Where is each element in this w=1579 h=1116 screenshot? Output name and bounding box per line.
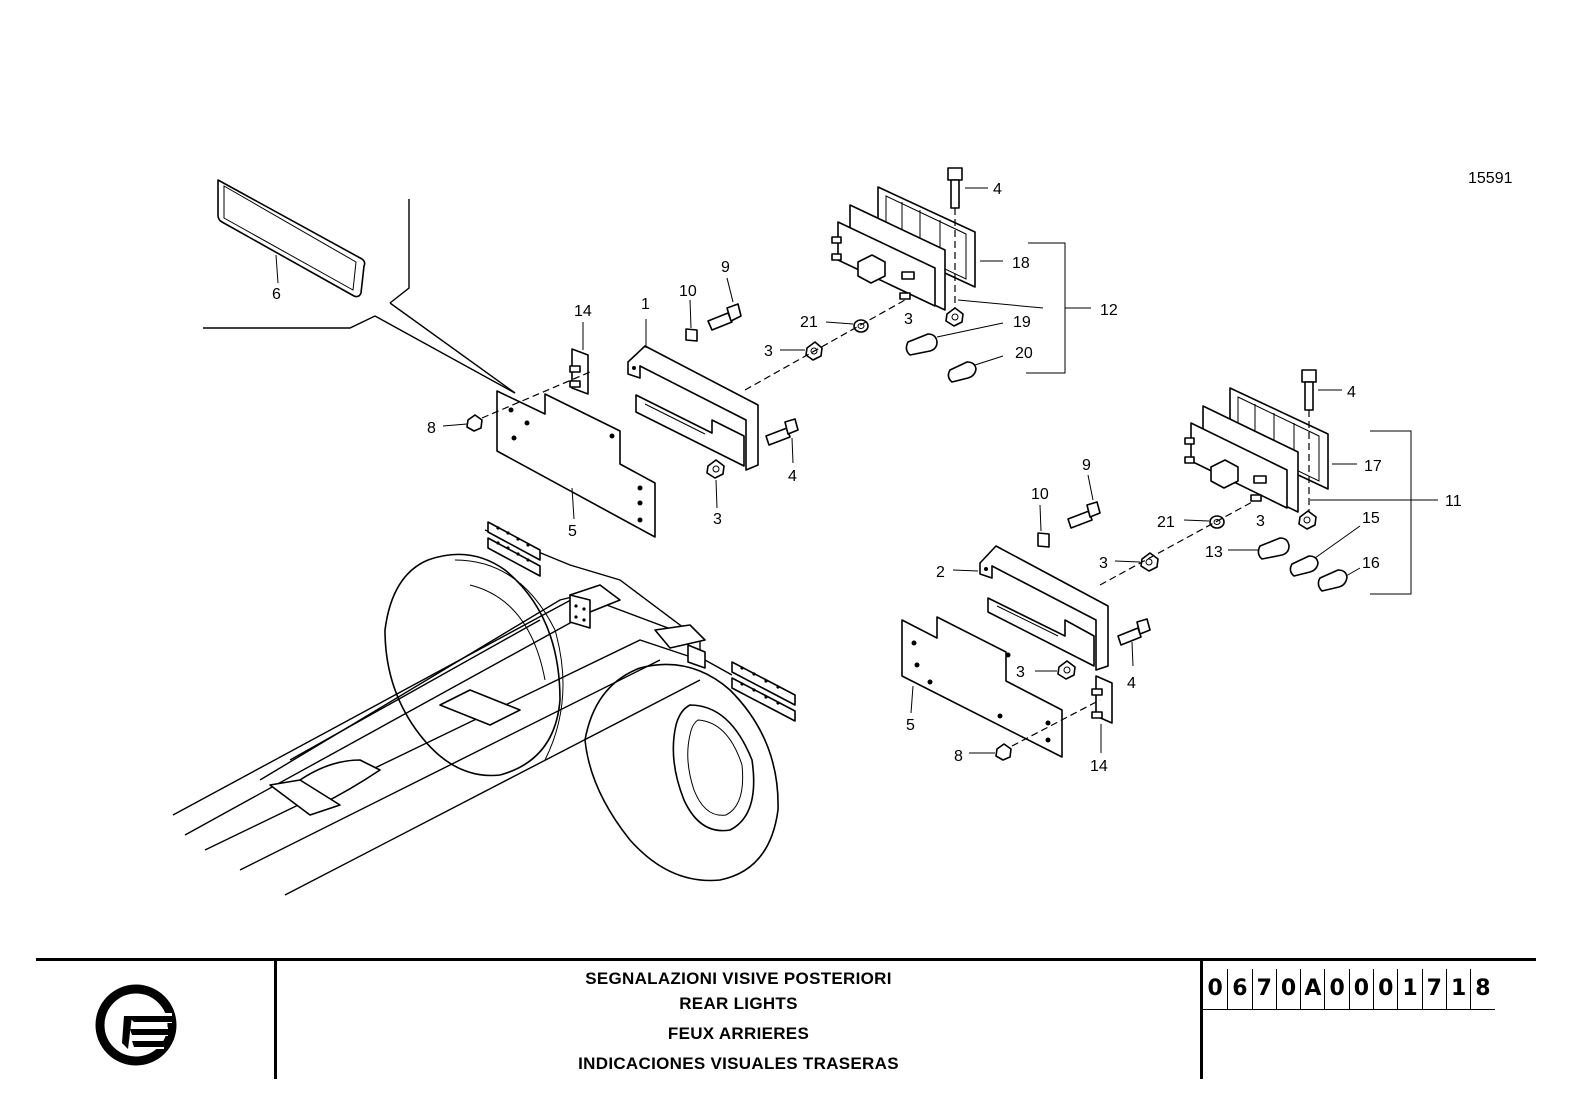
part-4-bolt-lamp-upper [947,167,988,312]
part-18-lamp-upper [831,186,1044,311]
callout-21: 21 [800,314,818,331]
part-21-washer-upper [825,319,869,333]
code-char: A [1300,969,1324,1009]
part-8-nut-upper [442,414,483,432]
callout-4: 4 [1127,675,1136,692]
title-english: REAR LIGHTS [679,994,798,1013]
part-3-nut-upper-b [706,459,725,509]
part-14-clip-lower [1091,675,1113,753]
callout-11: 11 [1445,493,1462,510]
callout-labels: 4 18 12 3 19 20 6 9 10 1 14 21 3 8 4 3 5… [272,181,1462,775]
code-char: 1 [1445,969,1470,1009]
part-3-nut-lower-a [1114,552,1159,572]
callout-4: 4 [1347,384,1356,401]
title-french: FEUX ARRIERES [667,1024,810,1043]
callout-3: 3 [1016,664,1025,681]
part-13-bulb [1228,537,1290,560]
part-20-bulb [947,355,1004,383]
callout-10: 10 [679,283,697,300]
callout-4: 4 [993,181,1002,198]
part-10-nut-plate-upper [685,299,698,342]
code-char: 6 [1227,969,1251,1009]
part-9-bolt-lower [1067,474,1101,529]
title-block: SEGNALAZIONI VISIVE POSTERIORI REAR LIGH… [36,958,1536,1081]
part-9-bolt-upper [707,277,742,331]
part-3-nut-lamp-upper [945,307,964,327]
code-char: 7 [1421,969,1446,1009]
part-4-bolt-lamp-lower [1301,369,1342,514]
callout-21: 21 [1157,514,1175,531]
callout-5: 5 [906,717,915,734]
title-italian: SEGNALAZIONI VISIVE POSTERIORI [585,969,892,988]
callout-2: 2 [936,564,945,581]
callout-8: 8 [427,420,436,437]
logo-cell [36,961,277,1079]
company-logo [95,984,177,1066]
code-char: 1 [1397,969,1421,1009]
callout-19: 19 [1013,314,1031,331]
part-17-lamp-lower [1184,387,1438,513]
callout-4: 4 [788,468,797,485]
part-8-nut-lower [969,743,1012,761]
code-char: 0 [1348,969,1373,1009]
part-5-bracket-upper [496,390,656,538]
part-4-bolt-lower-b [1117,618,1151,667]
part-3-nut-upper-a [780,341,823,361]
code-char: 8 [1470,969,1494,1009]
part-19-bulb [905,322,1004,356]
part-5-bracket-lower [901,616,1063,758]
part-16-bulb [1317,567,1361,592]
callout-18: 18 [1012,255,1030,272]
callout-8: 8 [954,748,963,765]
part-10-nut-plate-lower [1037,504,1050,548]
part-4-bolt-upper-b [765,418,799,464]
code-char: 0 [1373,969,1397,1009]
title-cell: SEGNALAZIONI VISIVE POSTERIORI REAR LIGH… [277,961,1203,1079]
callout-16: 16 [1362,555,1380,572]
callout-20: 20 [1015,345,1033,362]
code-char: 7 [1251,969,1276,1009]
callout-17: 17 [1364,458,1382,475]
part-2-bracket [952,545,1109,671]
truck-chassis [172,521,796,896]
part-3-nut-lower-b [1035,660,1076,680]
callout-3: 3 [764,343,773,360]
part-1-bracket [627,319,759,471]
drawing-number: 15591 [1468,170,1513,187]
title-spanish: INDICACIONES VISUALES TRASERAS [578,1054,899,1073]
code-char: 0 [1207,976,1223,1001]
callout-6: 6 [272,286,281,303]
callout-15: 15 [1362,510,1380,527]
code-char: 0 [1324,969,1348,1009]
callout-14: 14 [1090,758,1108,775]
callout-3: 3 [713,511,722,528]
callout-9: 9 [721,259,730,276]
part-14-clip-upper [569,322,589,395]
callout-5: 5 [568,523,577,540]
code-cell: 0 6 7 0 A 0 0 0 1 7 1 8 [1203,961,1536,1079]
document-code: 0 6 7 0 A 0 0 0 1 7 1 8 [1203,969,1495,1010]
callout-3: 3 [904,311,913,328]
callout-1: 1 [641,296,650,313]
callout-3: 3 [1256,513,1265,530]
part-21-washer-lower [1183,515,1225,529]
part-6-plate [203,179,516,394]
callout-3: 3 [1099,555,1108,572]
callout-13: 13 [1205,544,1223,561]
callout-10: 10 [1031,486,1049,503]
callout-9: 9 [1082,457,1091,474]
part-3-nut-lamp-lower [1298,510,1317,530]
code-char: 0 [1275,969,1300,1009]
part-15-bulb [1289,525,1361,577]
callout-14: 14 [574,303,592,320]
callout-12: 12 [1100,302,1118,319]
